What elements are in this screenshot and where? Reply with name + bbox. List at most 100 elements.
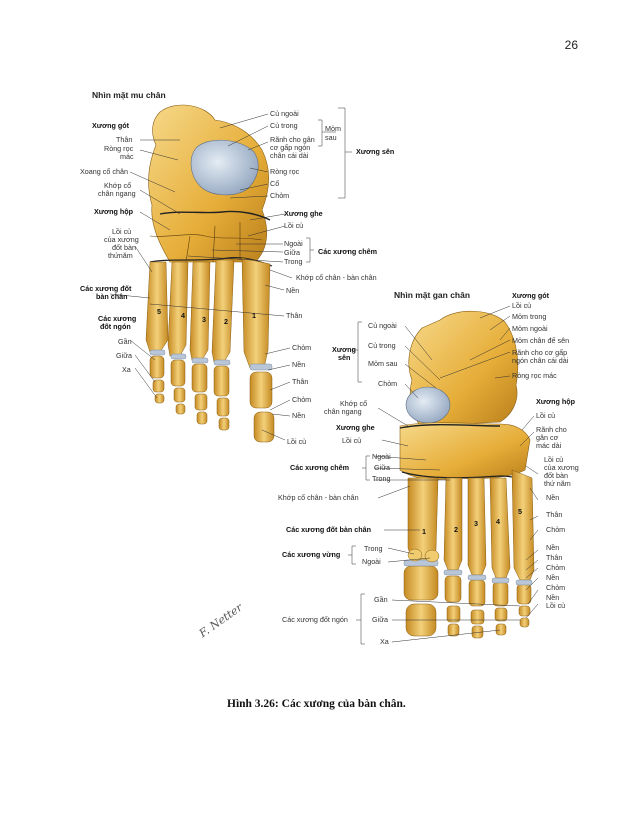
label-giua-2: Giữa bbox=[116, 351, 132, 360]
dorsal-leader-lines bbox=[109, 107, 352, 441]
label-p-rong-roc-mac: Ròng rọc mác bbox=[512, 371, 557, 380]
label-p-ngoai: Ngoài bbox=[372, 452, 391, 461]
label-p-loi-cu-xuong-3: đốt bàn bbox=[544, 471, 568, 480]
label-p-xuong-ghe: Xương ghe bbox=[336, 423, 375, 432]
label-p-chom-4: Chỏm bbox=[546, 583, 566, 592]
label-xa: Xa bbox=[122, 365, 131, 374]
label-than-2: Thân bbox=[286, 311, 303, 320]
label-p-chom: Chỏm bbox=[378, 379, 398, 388]
label-p-gan: Gần bbox=[374, 595, 388, 604]
page-number: 26 bbox=[564, 38, 578, 52]
label-sau: sau bbox=[325, 133, 337, 142]
label-xuong-ghe: Xương ghe bbox=[284, 209, 323, 218]
label-loi-cu: Lồi củ bbox=[284, 221, 304, 230]
label-p-loi-cu-xuong-1: Lồi củ bbox=[544, 455, 564, 464]
label-p-than: Thân bbox=[546, 510, 563, 519]
label-giua: Giữa bbox=[284, 248, 300, 257]
label-chom-3: Chỏm bbox=[292, 395, 312, 404]
label-rong-roc: Ròng rọc bbox=[270, 167, 300, 176]
label-p-mom-chan-de-sen: Mỏm chân đế sên bbox=[512, 336, 570, 345]
label-rong-roc-mac-1: Ròng rọc bbox=[104, 144, 134, 153]
label-cu-trong: Củ trong bbox=[270, 121, 298, 130]
label-p-khop-co-chan-ban-chan: Khớp cổ chân - bàn chân bbox=[278, 493, 359, 502]
label-ranh-1: Rãnh cho gân bbox=[270, 135, 315, 144]
label-p-than-2: Thân bbox=[546, 553, 563, 562]
label-loi-cu-xuong-4: thứnăm bbox=[108, 251, 133, 260]
label-p-cac-xuong-chem: Các xương chêm bbox=[290, 463, 350, 472]
label-p-loi-cu-3: Lồi củ bbox=[342, 436, 362, 445]
label-p-num-1: 1 bbox=[422, 527, 426, 536]
label-p-khop-co-1: Khớp cổ bbox=[340, 399, 368, 408]
label-nen: Nền bbox=[286, 286, 300, 295]
plantar-foot bbox=[399, 310, 535, 639]
label-p-chom-3: Chỏm bbox=[546, 563, 566, 572]
label-p-giua: Giữa bbox=[374, 463, 390, 472]
label-cac-xuong-dot-2: bàn chân bbox=[96, 292, 128, 301]
label-p-nen-3: Nền bbox=[546, 573, 560, 582]
label-num-1: 1 bbox=[252, 311, 256, 320]
label-p-trong: Trong bbox=[372, 474, 391, 483]
label-p-giua-2: Giữa bbox=[372, 615, 388, 624]
label-p-loi-cu: Lồi củ bbox=[512, 301, 532, 310]
label-khop-co-chan-ban-chan: Khớp cổ chân - bàn chân bbox=[296, 273, 377, 282]
label-p-ranh-cho-3: mác dài bbox=[536, 441, 562, 450]
label-xoang-co-chan: Xoang cổ chân bbox=[80, 167, 128, 176]
label-gan: Gần bbox=[118, 337, 132, 346]
label-nen-3: Nền bbox=[292, 411, 306, 420]
label-p-num-3: 3 bbox=[474, 519, 478, 528]
label-p-xa: Xa bbox=[380, 637, 389, 646]
label-p-cac-xuong-vung: Các xương vừng bbox=[282, 550, 341, 559]
label-loi-cu-2: Lồi củ bbox=[287, 437, 307, 446]
label-cac-xuong-dot-ngon-1: Các xương bbox=[98, 314, 137, 323]
label-p-loi-cu-xuong-4: thứ năm bbox=[544, 479, 571, 488]
label-p-nen-4: Nền bbox=[546, 593, 560, 602]
label-cac-xuong-chem: Các xương chêm bbox=[318, 247, 378, 256]
label-ngoai: Ngoài bbox=[284, 239, 303, 248]
label-loi-cu-xuong-2: của xương bbox=[104, 235, 139, 244]
label-p-ngoai-2: Ngoài bbox=[362, 557, 381, 566]
label-nen-2: Nền bbox=[292, 360, 306, 369]
label-loi-cu-xuong-3: đốt bàn bbox=[112, 243, 136, 252]
label-cu-ngoai: Củ ngoài bbox=[270, 109, 299, 118]
label-p-ranh-1: Rãnh cho cơ gấp bbox=[512, 348, 568, 357]
label-xuong-got: Xương gót bbox=[92, 121, 130, 130]
label-p-chom-2: Chỏm bbox=[546, 525, 566, 534]
label-p-ranh-cho-1: Rãnh cho bbox=[536, 425, 567, 434]
label-khop-co-1: Khớp cổ bbox=[104, 181, 132, 190]
label-cac-xuong-dot-1: Các xương đốt bbox=[80, 284, 132, 293]
dorsal-foot bbox=[145, 104, 275, 443]
label-than-3: Thân bbox=[292, 377, 309, 386]
label-xuong-hop: Xương hộp bbox=[94, 207, 134, 216]
label-khop-co-2: chân ngang bbox=[98, 189, 136, 198]
label-ranh-2: cơ gấp ngón bbox=[270, 143, 311, 152]
label-p-num-4: 4 bbox=[496, 517, 500, 526]
label-p-cac-xuong-dot-ngon: Các xương đốt ngón bbox=[282, 615, 348, 624]
label-loi-cu-xuong-1: Lồi củ bbox=[112, 227, 132, 236]
label-num-3: 3 bbox=[202, 315, 206, 324]
label-co: Cổ bbox=[270, 179, 280, 188]
plantar-leader-lines bbox=[348, 305, 539, 645]
figure-caption: Hình 3.26: Các xương của bàn chân. bbox=[227, 698, 406, 710]
label-p-loi-cu-2: Lồi củ bbox=[536, 411, 556, 420]
label-p-xuong-1: Xương bbox=[332, 345, 356, 354]
label-p-loi-cu-xuong-2: của xương bbox=[544, 463, 579, 472]
label-rong-roc-mac-2: mác bbox=[120, 152, 134, 161]
label-p-mom-sau: Mỏm sau bbox=[368, 359, 398, 368]
label-p-cu-trong: Củ trong bbox=[368, 341, 396, 350]
label-p-xuong-2: sên bbox=[338, 353, 351, 362]
label-p-ranh-cho-2: gân cơ bbox=[536, 433, 559, 442]
label-mom: Mỏm bbox=[325, 124, 341, 133]
label-p-ranh-2: ngón chân cái dài bbox=[512, 356, 569, 365]
label-p-cac-xuong-dot-ban-chan: Các xương đốt bàn chân bbox=[286, 525, 371, 534]
label-ranh-3: chân cái dài bbox=[270, 151, 309, 160]
label-cac-xuong-dot-ngon-2: đốt ngón bbox=[100, 322, 131, 331]
label-chom: Chỏm bbox=[270, 191, 290, 200]
label-p-num-2: 2 bbox=[454, 525, 458, 534]
label-xuong-sen: Xương sên bbox=[356, 147, 395, 156]
dorsal-view-title: Nhìn mặt mu chân bbox=[92, 90, 166, 100]
label-p-xuong-got: Xương gót bbox=[512, 291, 550, 300]
label-p-mom-ngoai: Mỏm ngoài bbox=[512, 324, 548, 333]
label-trong: Trong bbox=[284, 257, 303, 266]
label-num-5: 5 bbox=[157, 307, 161, 316]
